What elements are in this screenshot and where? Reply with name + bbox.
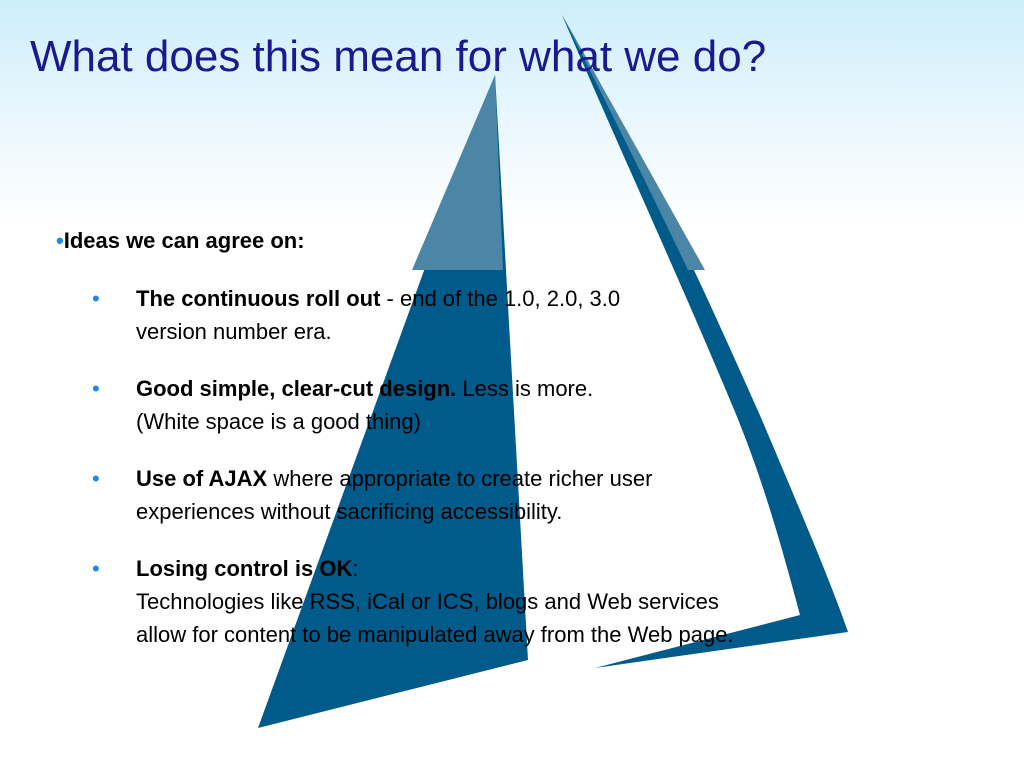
list-item-text: Use of AJAX where appropriate to create …: [136, 462, 652, 528]
list-item-bold: The continuous roll out: [136, 286, 381, 311]
bullet-icon: •: [92, 466, 100, 491]
bullet-icon: •: [92, 286, 100, 311]
list-item-bold: Losing control is OK: [136, 556, 353, 581]
list-item-rest: Less is more.: [456, 376, 594, 401]
jib-sail-curve: [562, 15, 848, 668]
list-item-line2: Technologies like RSS, iCal or ICS, blog…: [136, 589, 719, 614]
list-item-rest: :: [352, 556, 359, 581]
top-bullet-text: Ideas we can agree on:: [63, 228, 305, 253]
list-item-text: The continuous roll out - end of the 1.0…: [136, 282, 620, 348]
list-item-rest: where appropriate to create richer user: [267, 466, 653, 491]
top-bullet: •Ideas we can agree on:: [56, 228, 305, 254]
bullet-icon: •: [92, 376, 100, 401]
list-item-rest: - end of the 1.0, 2.0, 3.0: [380, 286, 621, 311]
list-item-line2: version number era.: [136, 319, 332, 344]
jib-sail-highlight: [562, 15, 705, 270]
main-sail-highlight: [412, 75, 503, 270]
list-item-bold: Use of AJAX: [136, 466, 268, 491]
bullet-icon: •: [92, 556, 100, 581]
slide-title: What does this mean for what we do?: [30, 32, 767, 81]
list-item-text: Good simple, clear-cut design. Less is m…: [136, 372, 593, 438]
bullet-icon: •: [56, 228, 64, 253]
list-item-bold: Good simple, clear-cut design.: [136, 376, 457, 401]
list-item-text: Losing control is OK: Technologies like …: [136, 552, 734, 651]
list-item-line2: (White space is a good thing): [136, 409, 421, 434]
list-item-line2: experiences without sacrificing accessib…: [136, 499, 563, 524]
background-gradient: [0, 0, 1024, 300]
list-item-line3: allow for content to be manipulated away…: [136, 622, 734, 647]
